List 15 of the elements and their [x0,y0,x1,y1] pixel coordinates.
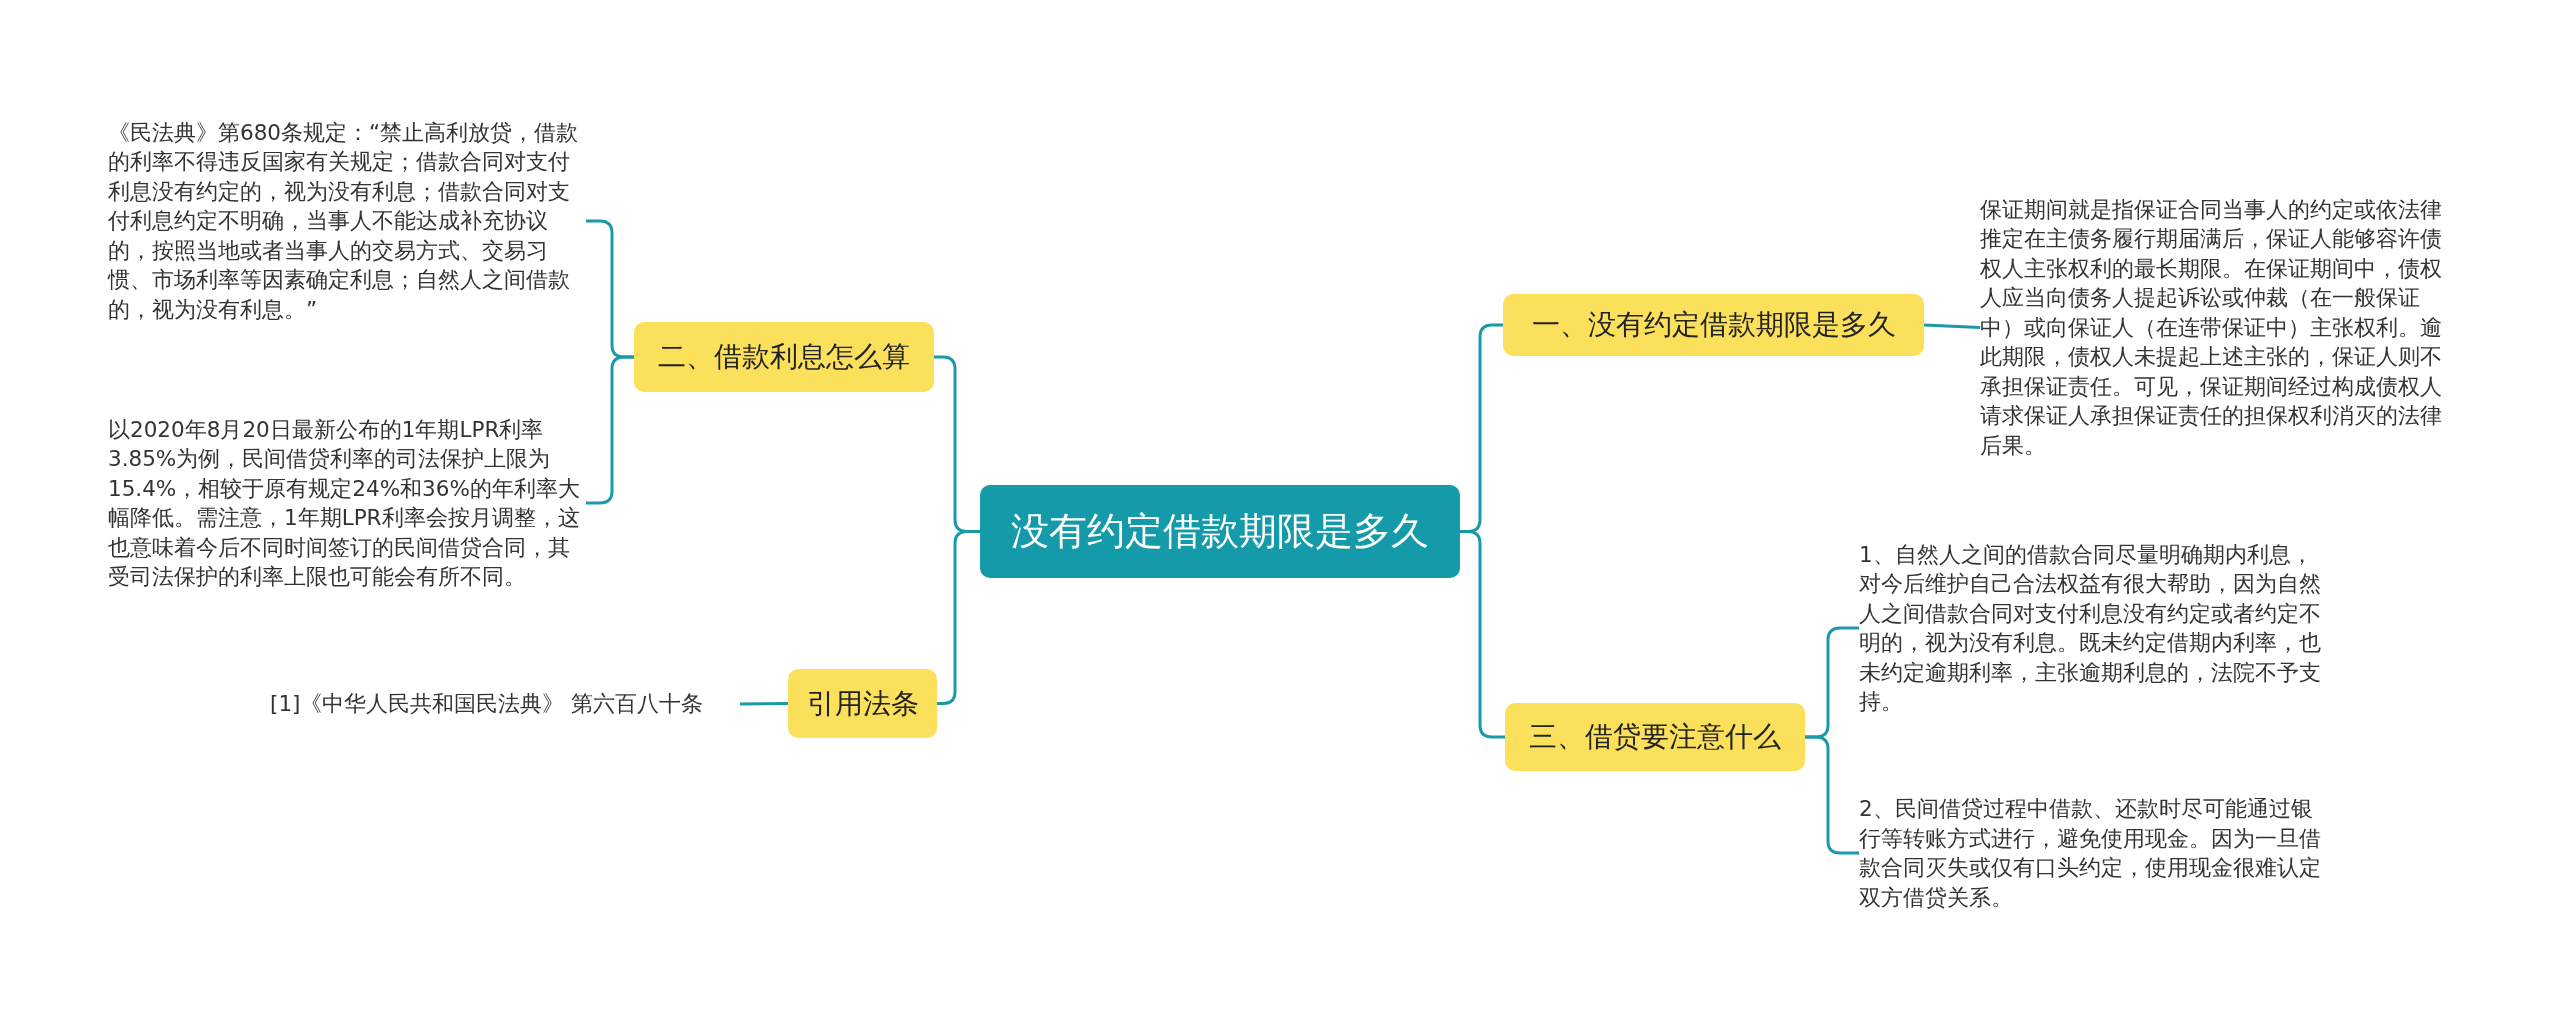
topic-box: 引用法条 [788,669,937,738]
paragraph: 2、民间借贷过程中借款、还款时尽可能通过银行等转账方式进行，避免使用现金。因为一旦借款合同灭失或仅有口头约定，使用现金很难认定双方借贷关系。 [1859,792,2334,914]
paragraph: 保证期间就是指保证合同当事人的约定或依法律推定在主债务履行期届满后，保证人能够容许债权人主张权利的最长期限。在保证期间中，债权人应当向债务人提起诉讼或仲裁（在一般保证中）或向保证人（在连带保证中）主张权利。逾此期限，债权人未提起上述主张的，保证人则不承担保证责任。可见，保证期间经过构成债权人请求保证人承担保证责任的担保权利消灭的法律后果。 [1980,190,2458,465]
topic-box: 一、没有约定借款期限是多久 [1503,294,1924,356]
paragraph: 以2020年8月20日最新公布的1年期LPR利率3.85%为例，民间借贷利率的司法保护上限为15.4%，相较于原有规定24%和36%的年利率大幅降低。需注意，1年期LPR利率会按月调整，这也意味着今后不同时间签订的民间借贷合同，其受司法保护的利率上限也可能会有所不同。 [108,397,586,609]
paragraph: 《民法典》第680条规定：“禁止高利放贷，借款的利率不得违反国家有关规定；借款合同对支付利息没有约定的，视为没有利息；借款合同对支付利息约定不明确，当事人不能达成补充协议的，按照当地或者当事人的交易方式、交易习惯、市场利率等因素确定利息；自然人之间借款的，视为没有利息。” [108,116,586,326]
citation-text: [1]《中华人民共和国民法典》 第六百八十条 [270,688,740,720]
topic-box: 二、借款利息怎么算 [634,322,934,392]
connector-line [1923,323,1981,329]
connector-line [1460,530,1505,739]
central-topic-box: 没有约定借款期限是多久 [980,485,1460,578]
connector-line [937,530,980,705]
connector-line [740,702,788,706]
topic-box: 三、借贷要注意什么 [1505,703,1805,771]
paragraph: 1、自然人之间的借款合同尽量明确期内利息，对今后维护自己合法权益有很大帮助，因为自然人之间借款合同对支付利息没有约定或者约定不明的，视为没有利息。既未约定借期内利率，也未约定逾期利率，主张逾期利息的，法院不予支持。 [1859,537,2334,719]
